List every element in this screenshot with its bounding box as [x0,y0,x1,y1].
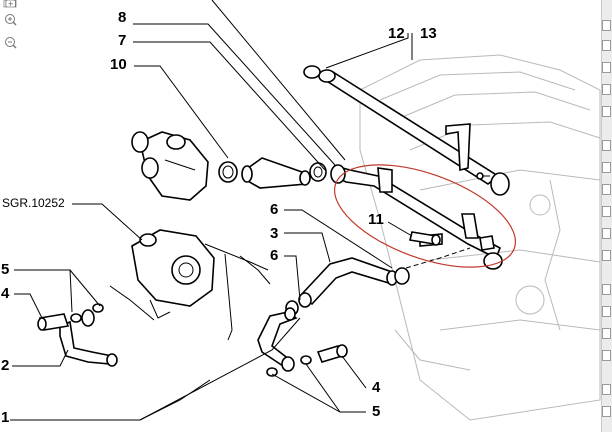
sidebar-button[interactable] [602,406,611,417]
sidebar-button[interactable] [602,62,611,73]
sidebar-button[interactable] [602,384,611,395]
part-13-water-pipe [318,69,510,196]
callout-labels: 8 7 10 12 13 11 6 3 6 SGR.10252 5 4 2 1 … [1,9,437,426]
sidebar-button[interactable] [602,250,611,261]
sidebar-button[interactable] [602,328,611,339]
callout-13: 13 [420,25,437,42]
callout-3: 3 [270,225,278,242]
sidebar-button[interactable] [602,284,611,295]
right-sidebar-strip [601,0,612,432]
sidebar-button[interactable] [602,306,611,317]
callout-5-right: 5 [372,403,380,420]
part-2-bypass-pipe [37,309,118,367]
engine-block-outline [359,54,601,421]
page-glyph: [+] [5,0,17,8]
callout-1: 1 [1,409,9,426]
part-11-bolt [409,231,441,246]
callout-2: 2 [1,357,9,374]
part-4-bolt-right [316,344,348,363]
sidebar-button[interactable] [602,350,611,361]
sidebar-button[interactable] [602,40,611,51]
callout-5-left: 5 [1,261,9,278]
leader-lines [10,0,413,421]
part-6-clamp-upper [394,267,410,285]
callout-7: 7 [118,32,126,49]
zoom-out-icon[interactable] [5,37,17,49]
page-icon[interactable]: [+] [3,0,17,8]
part-3-hose [298,257,398,308]
viewer-toolbar: [+] [3,0,17,49]
sidebar-button[interactable] [602,106,611,117]
reference-code: SGR.10252 [2,196,65,210]
callout-12: 12 [388,25,405,42]
part-11-coolant-pipe [330,164,503,270]
part-7-clamp-2 [309,162,327,182]
sidebar-button[interactable] [602,162,611,173]
part-10-thermostat-housing [131,131,209,201]
callout-11: 11 [368,211,384,228]
sidebar-button[interactable] [602,184,611,195]
sidebar-button[interactable] [602,206,611,217]
part-5-washers-left [70,303,104,323]
sidebar-button[interactable] [602,140,611,151]
highlight-ring [333,164,517,268]
sidebar-button[interactable] [602,228,611,239]
part-7-clamp [218,161,238,183]
callout-10: 10 [110,56,127,73]
sidebar-button[interactable] [602,84,611,95]
sidebar-button[interactable] [602,20,611,31]
zoom-in-icon[interactable] [5,14,17,26]
callout-4-right: 4 [372,379,381,396]
callout-4-left: 4 [1,285,10,302]
water-pump-assembly [109,229,271,341]
part-lower-pipe [257,307,298,372]
part-12-o-ring [303,65,321,79]
callout-6-lower: 6 [270,247,278,264]
callout-6-upper: 6 [270,201,278,218]
part-5-washers-right [266,355,312,377]
callout-8: 8 [118,9,126,26]
part-8-hose [241,157,311,189]
